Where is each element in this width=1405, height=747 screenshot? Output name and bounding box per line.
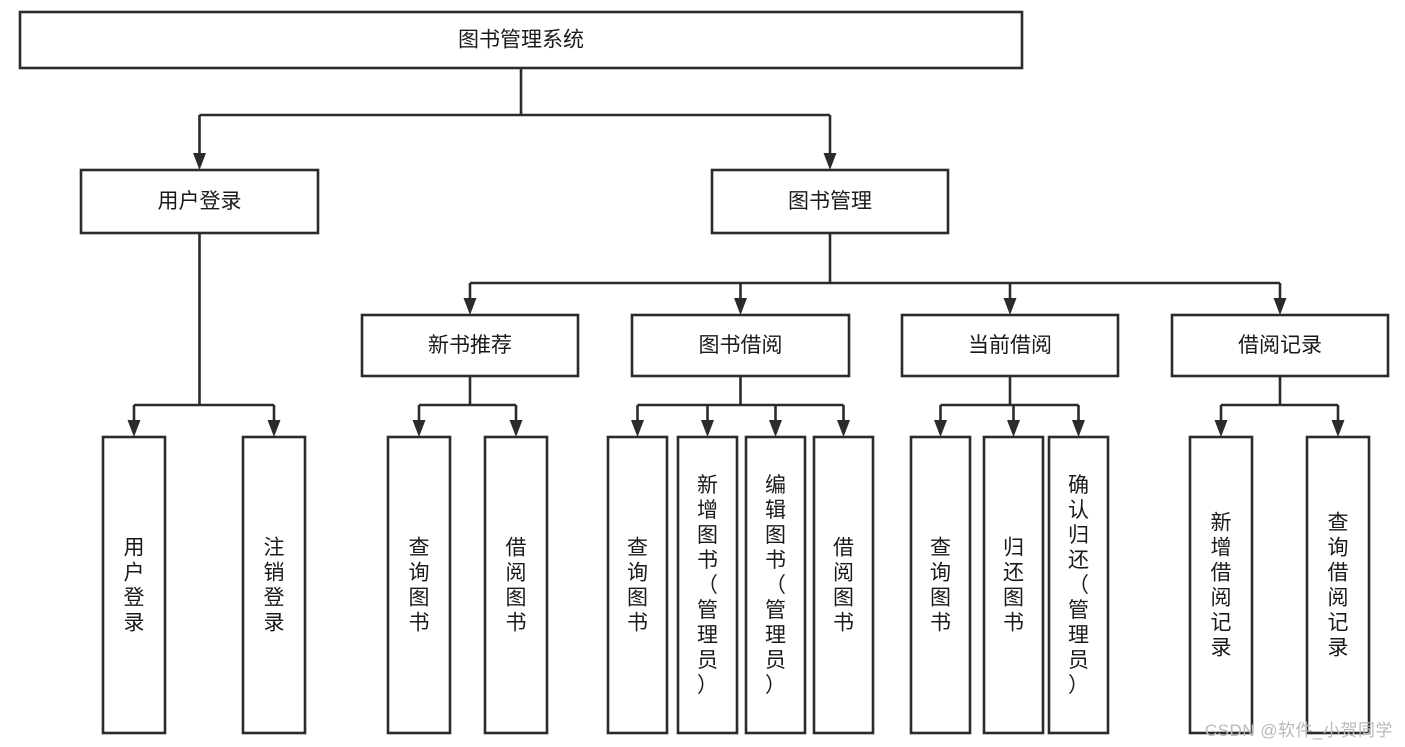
node-label-root: 图书管理系统	[458, 29, 584, 52]
node-box-leaf-logout[interactable]	[241, 435, 307, 735]
arrowhead-leaf-query-book-2	[631, 420, 644, 437]
arrowhead-leaf-add-book	[701, 420, 714, 437]
watermark-text: CSDN @软件_小贺同学	[1204, 721, 1393, 740]
arrowhead-leaf-logout	[267, 420, 281, 437]
node-box-leaf-borrow-book-1[interactable]	[483, 435, 549, 735]
node-label-leaf-logout: 注销登录	[264, 537, 285, 635]
arrowhead-leaf-borrow-book-2	[837, 420, 850, 437]
node-leaf-borrow-book-1[interactable]: 借阅图书	[483, 435, 549, 735]
node-box-leaf-borrow-book-2[interactable]	[812, 435, 875, 735]
node-label-leaf-add-book: 新增图书（管理员）	[697, 474, 718, 697]
node-label-leaf-return-book: 归还图书	[1003, 537, 1024, 635]
arrowhead-new-book-recommend	[463, 298, 477, 315]
node-label-user-login: 用户登录	[158, 190, 242, 213]
node-label-leaf-query-book-3: 查询图书	[930, 537, 951, 635]
arrowhead-book-borrow	[734, 298, 747, 315]
arrowhead-leaf-user-login	[127, 420, 141, 437]
node-leaf-add-book[interactable]: 新增图书（管理员）	[676, 435, 739, 735]
node-label-leaf-query-record: 查询借阅记录	[1328, 512, 1349, 660]
node-box-root[interactable]	[18, 10, 1024, 70]
node-box-leaf-query-record[interactable]	[1305, 435, 1371, 735]
node-label-leaf-borrow-book-1: 借阅图书	[506, 537, 527, 635]
node-root[interactable]: 图书管理系统	[18, 10, 1024, 70]
node-label-leaf-query-book-2: 查询图书	[627, 537, 648, 635]
node-box-leaf-user-login[interactable]	[101, 435, 167, 735]
node-box-current-borrow[interactable]	[900, 313, 1120, 378]
node-book-manage[interactable]: 图书管理	[710, 168, 950, 235]
node-leaf-query-record[interactable]: 查询借阅记录	[1305, 435, 1371, 735]
node-current-borrow[interactable]: 当前借阅	[900, 313, 1120, 378]
arrowhead-leaf-query-record	[1331, 420, 1345, 437]
arrowhead-leaf-add-record	[1214, 420, 1228, 437]
node-leaf-add-record[interactable]: 新增借阅记录	[1188, 435, 1254, 735]
node-leaf-logout[interactable]: 注销登录	[241, 435, 307, 735]
arrowhead-leaf-edit-book	[769, 420, 782, 437]
node-box-leaf-return-book[interactable]	[982, 435, 1045, 735]
node-leaf-borrow-book-2[interactable]: 借阅图书	[812, 435, 875, 735]
node-box-leaf-confirm-return[interactable]	[1047, 435, 1110, 735]
arrowhead-leaf-confirm-return	[1072, 420, 1085, 437]
node-box-leaf-query-book-1[interactable]	[386, 435, 452, 735]
node-box-leaf-add-record[interactable]	[1188, 435, 1254, 735]
node-box-book-manage[interactable]	[710, 168, 950, 235]
node-label-leaf-borrow-book-2: 借阅图书	[833, 537, 854, 635]
arrowhead-leaf-query-book-1	[412, 420, 426, 437]
node-box-new-book-recommend[interactable]	[360, 313, 580, 378]
arrowhead-current-borrow	[1003, 298, 1017, 315]
node-borrow-record[interactable]: 借阅记录	[1170, 313, 1390, 378]
node-box-borrow-record[interactable]	[1170, 313, 1390, 378]
node-label-book-borrow: 图书借阅	[699, 334, 783, 357]
node-label-leaf-confirm-return: 确认归还（管理员）	[1068, 474, 1089, 697]
node-label-leaf-edit-book: 编辑图书（管理员）	[765, 474, 786, 697]
node-layer: 图书管理系统用户登录图书管理新书推荐图书借阅当前借阅借阅记录用户登录注销登录查询…	[18, 10, 1390, 735]
node-user-login[interactable]: 用户登录	[79, 168, 320, 235]
node-label-current-borrow: 当前借阅	[968, 334, 1052, 357]
node-label-borrow-record: 借阅记录	[1238, 334, 1322, 357]
node-label-leaf-query-book-1: 查询图书	[409, 537, 430, 635]
node-box-user-login[interactable]	[79, 168, 320, 235]
arrowhead-leaf-borrow-book-1	[509, 420, 523, 437]
arrowhead-user-login	[193, 153, 206, 170]
connector-layer	[127, 68, 1345, 437]
arrowhead-borrow-record	[1273, 298, 1287, 315]
arrowhead-leaf-return-book	[1007, 420, 1020, 437]
node-leaf-return-book[interactable]: 归还图书	[982, 435, 1045, 735]
node-label-book-manage: 图书管理	[788, 190, 872, 213]
node-leaf-confirm-return[interactable]: 确认归还（管理员）	[1047, 435, 1110, 735]
node-label-leaf-add-record: 新增借阅记录	[1211, 512, 1232, 660]
node-leaf-query-book-2[interactable]: 查询图书	[606, 435, 669, 735]
node-label-new-book-recommend: 新书推荐	[428, 334, 512, 357]
node-new-book-recommend[interactable]: 新书推荐	[360, 313, 580, 378]
node-leaf-edit-book[interactable]: 编辑图书（管理员）	[744, 435, 807, 735]
arrowhead-leaf-query-book-3	[934, 420, 947, 437]
node-box-book-borrow[interactable]	[630, 313, 851, 378]
node-box-leaf-query-book-2[interactable]	[606, 435, 669, 735]
node-book-borrow[interactable]: 图书借阅	[630, 313, 851, 378]
node-box-leaf-query-book-3[interactable]	[909, 435, 972, 735]
node-leaf-query-book-3[interactable]: 查询图书	[909, 435, 972, 735]
node-box-leaf-add-book[interactable]	[676, 435, 739, 735]
node-leaf-query-book-1[interactable]: 查询图书	[386, 435, 452, 735]
node-leaf-user-login[interactable]: 用户登录	[101, 435, 167, 735]
node-label-leaf-user-login: 用户登录	[124, 537, 145, 635]
arrowhead-book-manage	[823, 153, 837, 170]
node-box-leaf-edit-book[interactable]	[744, 435, 807, 735]
